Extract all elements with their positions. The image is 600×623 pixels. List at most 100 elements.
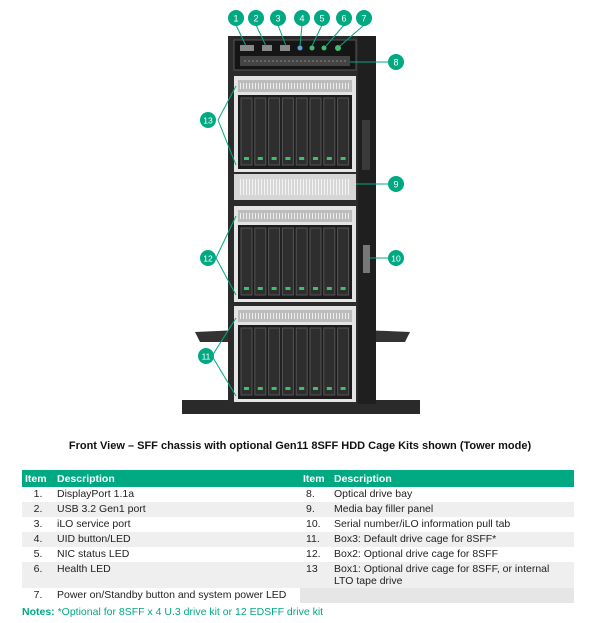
drive-led bbox=[285, 287, 291, 290]
svg-text:5: 5 bbox=[319, 14, 324, 24]
drive-slot bbox=[295, 227, 308, 296]
server-front-view-figure: 1 2 3 4 5 6 7 8 9 10 11 12 13 bbox=[182, 10, 420, 414]
drive-led bbox=[244, 157, 249, 160]
item-description: Media bay filler panel bbox=[331, 502, 574, 517]
item-number: 13 bbox=[300, 562, 331, 588]
svg-text:11: 11 bbox=[202, 352, 211, 362]
svg-text:4: 4 bbox=[299, 14, 304, 24]
callout-10: 10 bbox=[388, 250, 404, 266]
drive-slot bbox=[254, 97, 267, 166]
svg-text:3: 3 bbox=[275, 14, 280, 24]
drive-slot bbox=[240, 227, 253, 296]
drive-led bbox=[257, 287, 263, 290]
drive-led bbox=[299, 287, 305, 290]
drive-slot bbox=[309, 97, 322, 166]
svg-text:12: 12 bbox=[203, 254, 213, 264]
item-description: DisplayPort 1.1a bbox=[57, 488, 135, 500]
item-description: Box2: Optional drive cage for 8SFF bbox=[334, 548, 498, 560]
item-number: 12. bbox=[306, 548, 321, 560]
item-description: Serial number/iLO information pull tab bbox=[334, 518, 511, 530]
item-number: 11. bbox=[300, 532, 331, 547]
drive-led bbox=[313, 287, 318, 290]
figure-caption: Front View – SFF chassis with optional G… bbox=[68, 440, 532, 452]
item-number bbox=[300, 588, 331, 603]
svg-text:13: 13 bbox=[203, 116, 213, 126]
item-number: 5. bbox=[33, 548, 43, 560]
item-description: Optical drive bay bbox=[334, 488, 413, 500]
drive-led bbox=[257, 387, 263, 390]
notes-text: *Optional for 8SFF x 4 U.3 drive kit or … bbox=[57, 606, 324, 618]
drive-led bbox=[326, 157, 332, 160]
svg-text:2: 2 bbox=[253, 14, 258, 24]
drive-led bbox=[244, 287, 249, 290]
drive-slot bbox=[254, 327, 267, 396]
item-description: Power on/Standby button and system power… bbox=[57, 589, 287, 601]
svg-text:6: 6 bbox=[341, 14, 346, 24]
table-row: 2. USB 3.2 Gen1 port 9. Media bay filler… bbox=[22, 502, 574, 517]
drive-slot bbox=[323, 97, 336, 166]
drive-slot bbox=[295, 327, 308, 396]
callout-6: 6 bbox=[336, 10, 352, 26]
drive-slot bbox=[268, 97, 281, 166]
item-number: 9. bbox=[300, 502, 331, 517]
optical-drive-bay bbox=[240, 56, 350, 66]
drive-slot bbox=[281, 97, 294, 166]
drive-led bbox=[299, 157, 305, 160]
drive-led bbox=[285, 157, 291, 160]
item-number: 3. bbox=[33, 518, 43, 530]
item-description: USB 3.2 Gen1 port bbox=[54, 502, 300, 517]
svg-text:10: 10 bbox=[391, 254, 401, 264]
svg-text:8: 8 bbox=[393, 58, 398, 68]
item-description: UID button/LED bbox=[54, 532, 300, 547]
drive-led bbox=[326, 387, 332, 390]
drive-slot bbox=[281, 327, 294, 396]
callout-7: 7 bbox=[356, 10, 372, 26]
table-row: 3. iLO service port 10. Serial number/iL… bbox=[22, 517, 574, 532]
drive-slot bbox=[281, 227, 294, 296]
item-number: 7. bbox=[33, 589, 43, 601]
table-row: 4. UID button/LED 11. Box3: Default driv… bbox=[22, 532, 574, 547]
callout-9: 9 bbox=[388, 176, 404, 192]
drive-slot bbox=[295, 97, 308, 166]
side-panel bbox=[358, 36, 376, 404]
item-number: 10. bbox=[306, 518, 321, 530]
drive-led bbox=[340, 387, 346, 390]
drive-slot bbox=[323, 327, 336, 396]
item-description: Health LED bbox=[54, 562, 300, 588]
table-row: 1. DisplayPort 1.1a 8. Optical drive bay bbox=[22, 487, 574, 502]
header-item-1: Item bbox=[22, 470, 54, 487]
drive-led bbox=[340, 287, 346, 290]
callout-2: 2 bbox=[248, 10, 264, 26]
drive-slot bbox=[268, 227, 281, 296]
callout-3: 3 bbox=[270, 10, 286, 26]
table-row: 7. Power on/Standby button and system po… bbox=[22, 588, 574, 603]
notes: Notes: *Optional for 8SFF x 4 U.3 drive … bbox=[22, 606, 323, 618]
item-number: 2. bbox=[22, 502, 54, 517]
item-number: 1. bbox=[33, 488, 43, 500]
item-description: Box1: Optional drive cage for 8SFF, or i… bbox=[331, 562, 574, 588]
item-number: 6. bbox=[22, 562, 54, 588]
header-description-2: Description bbox=[331, 470, 574, 487]
drive-led bbox=[271, 157, 277, 160]
item-number: 8. bbox=[306, 488, 315, 500]
notes-label: Notes: bbox=[22, 606, 55, 618]
item-description: Box3: Default drive cage for 8SFF* bbox=[331, 532, 574, 547]
table-row: 6. Health LED 13 Box1: Optional drive ca… bbox=[22, 562, 574, 588]
drive-led bbox=[313, 387, 318, 390]
svg-text:1: 1 bbox=[233, 14, 238, 24]
drive-led bbox=[271, 287, 277, 290]
drive-slot bbox=[323, 227, 336, 296]
drive-led bbox=[299, 387, 305, 390]
callout-13: 13 bbox=[200, 112, 216, 128]
drive-slot bbox=[268, 327, 281, 396]
drive-led bbox=[285, 387, 291, 390]
drive-led bbox=[271, 387, 277, 390]
callout-1: 1 bbox=[228, 10, 244, 26]
table-row: 5. NIC status LED 12. Box2: Optional dri… bbox=[22, 547, 574, 562]
drive-led bbox=[313, 157, 318, 160]
pull-tab bbox=[363, 245, 370, 273]
header-description-1: Description bbox=[54, 470, 300, 487]
item-number: 4. bbox=[22, 532, 54, 547]
callout-11: 11 bbox=[198, 348, 214, 364]
legend-header-row: Item Description Item Description bbox=[22, 470, 574, 487]
